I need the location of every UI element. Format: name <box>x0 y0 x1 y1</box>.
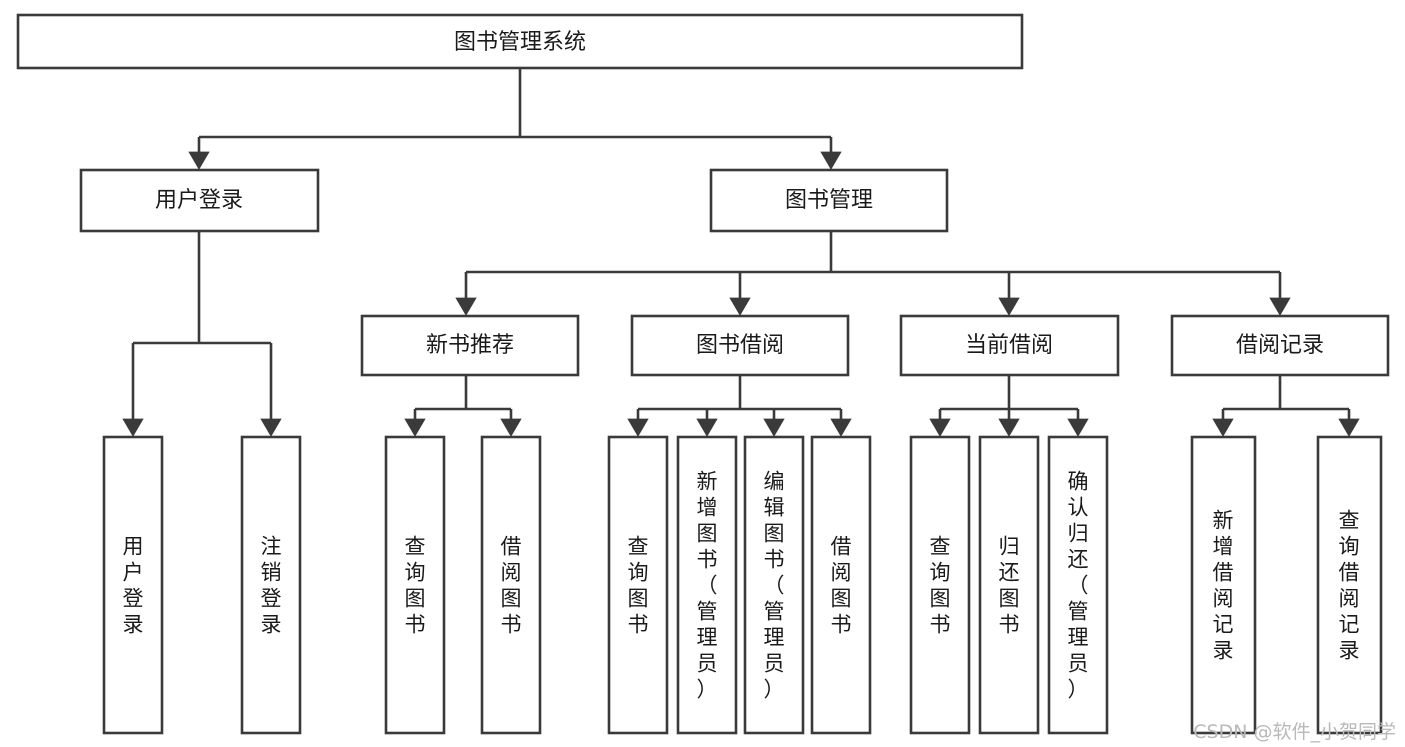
leaf-user-login-1[interactable]: 用户登录 <box>102 435 164 735</box>
leaf-new-book-2-label: 借阅图书 <box>501 534 522 636</box>
leaf-new-book-1[interactable]: 查询图书 <box>384 435 446 735</box>
leaf-new-book-1-box <box>384 435 446 735</box>
connector-group-current-borrow <box>929 375 1089 437</box>
leaf-new-book-1-label: 查询图书 <box>405 534 426 636</box>
leaf-current-borrow-1-label: 查询图书 <box>930 534 951 636</box>
node-new-book-recommend[interactable]: 新书推荐 <box>360 314 580 377</box>
leaf-book-borrow-4-label: 借阅图书 <box>831 534 852 636</box>
leaf-current-borrow-2-label: 归还图书 <box>999 534 1020 636</box>
leaf-current-borrow-3[interactable]: 确认归还（管理员） <box>1047 435 1109 735</box>
connector-group-user-login <box>122 231 282 437</box>
node-current-borrow-label: 当前借阅 <box>965 333 1053 358</box>
leaf-book-borrow-2-label: 新增图书（管理员） <box>697 469 718 701</box>
leaf-user-login-2-box <box>240 435 302 735</box>
leaf-user-login-2[interactable]: 注销登录 <box>240 435 302 735</box>
connector-group-root <box>188 68 842 170</box>
leaf-current-borrow-2[interactable]: 归还图书 <box>978 435 1040 735</box>
leaf-book-borrow-3-box <box>743 435 805 735</box>
leaf-book-borrow-1-box <box>607 435 669 735</box>
leaf-book-borrow-1-label: 查询图书 <box>628 534 649 636</box>
node-borrow-record-label: 借阅记录 <box>1236 333 1324 358</box>
leaf-book-borrow-4[interactable]: 借阅图书 <box>810 435 872 735</box>
leaf-current-borrow-3-box <box>1047 435 1109 735</box>
connector-group-book-borrow <box>627 375 852 437</box>
leaf-book-borrow-2-box <box>676 435 738 735</box>
connector-group-book-manage <box>455 231 1291 316</box>
leaf-user-login-1-label: 用户登录 <box>123 534 144 636</box>
node-root-system[interactable]: 图书管理系统 <box>16 13 1024 70</box>
node-book-manage-label: 图书管理 <box>785 188 873 213</box>
node-new-book-recommend-label: 新书推荐 <box>426 333 514 358</box>
leaf-book-borrow-3-label: 编辑图书（管理员） <box>764 469 785 701</box>
leaf-book-borrow-4-box <box>810 435 872 735</box>
node-new-book-recommend-box <box>360 314 580 377</box>
leaf-book-borrow-2[interactable]: 新增图书（管理员） <box>676 435 738 735</box>
node-root-system-label: 图书管理系统 <box>454 30 586 55</box>
node-book-manage[interactable]: 图书管理 <box>709 168 949 233</box>
node-current-borrow[interactable]: 当前借阅 <box>899 314 1120 377</box>
leaf-borrow-record-1-box <box>1190 435 1257 735</box>
node-root-system-box <box>16 13 1024 70</box>
leaf-borrow-record-1[interactable]: 新增借阅记录 <box>1190 435 1257 735</box>
node-user-login-box <box>79 168 320 233</box>
leaf-current-borrow-1[interactable]: 查询图书 <box>909 435 971 735</box>
leaf-current-borrow-2-box <box>978 435 1040 735</box>
leaf-borrow-record-2-label: 查询借阅记录 <box>1339 508 1360 662</box>
connector-group-borrow-record <box>1212 375 1360 437</box>
leaf-new-book-2[interactable]: 借阅图书 <box>480 435 542 735</box>
node-current-borrow-box <box>899 314 1120 377</box>
leaf-current-borrow-3-label: 确认归还（管理员） <box>1068 469 1089 701</box>
connector-group-new-book <box>404 375 522 437</box>
leaf-borrow-record-2[interactable]: 查询借阅记录 <box>1316 435 1383 735</box>
node-book-manage-box <box>709 168 949 233</box>
leaf-borrow-record-1-label: 新增借阅记录 <box>1213 508 1234 662</box>
node-book-borrow[interactable]: 图书借阅 <box>630 314 850 377</box>
leaf-current-borrow-1-box <box>909 435 971 735</box>
leaf-book-borrow-1[interactable]: 查询图书 <box>607 435 669 735</box>
watermark-label: CSDN @软件_小贺同学 <box>1193 721 1396 743</box>
leaf-borrow-record-2-box <box>1316 435 1383 735</box>
leaf-user-login-2-label: 注销登录 <box>261 534 282 636</box>
leaf-new-book-2-box <box>480 435 542 735</box>
node-user-login[interactable]: 用户登录 <box>79 168 320 233</box>
node-book-borrow-box <box>630 314 850 377</box>
node-book-borrow-label: 图书借阅 <box>696 333 784 358</box>
leaf-book-borrow-3[interactable]: 编辑图书（管理员） <box>743 435 805 735</box>
node-borrow-record[interactable]: 借阅记录 <box>1170 314 1390 377</box>
leaf-user-login-1-box <box>102 435 164 735</box>
node-borrow-record-box <box>1170 314 1390 377</box>
node-user-login-label: 用户登录 <box>155 188 243 213</box>
